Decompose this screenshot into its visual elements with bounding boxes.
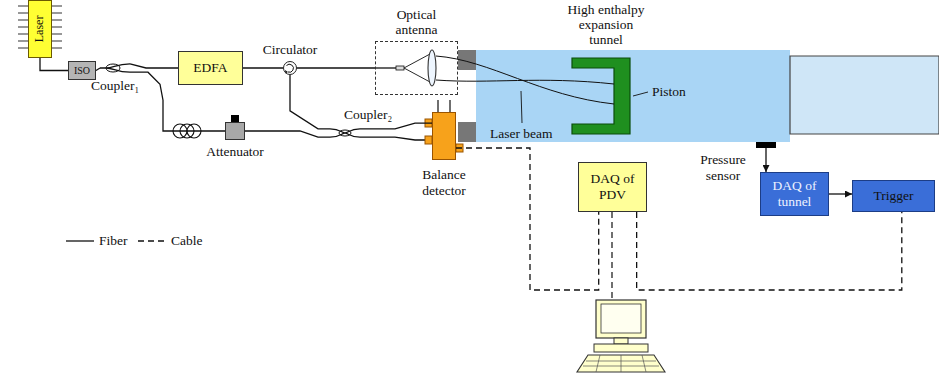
detector-pins	[438, 100, 450, 112]
laser-beam	[436, 56, 614, 104]
computer-stand	[614, 338, 628, 344]
computer-keyboard	[577, 355, 665, 372]
node-label: DAQ of PDV	[583, 171, 642, 202]
signal-cable	[611, 212, 612, 300]
legend-sample	[138, 236, 166, 246]
computer-screen	[601, 304, 641, 333]
piston	[572, 58, 630, 134]
part-label: High enthalpy expansion tunnel	[562, 3, 650, 48]
part-label: Circulator	[263, 42, 318, 58]
optical-fiber	[290, 75, 330, 129]
optical-fiber	[40, 58, 68, 71]
part-label: Coupler₂	[344, 107, 392, 123]
part-label: Optical antenna	[385, 7, 449, 38]
signal-cable	[637, 212, 902, 290]
circulator-symbol: Circulator	[283, 61, 297, 75]
computer-base	[594, 344, 648, 352]
part-label: Pressure sensor	[692, 152, 754, 183]
part-label: Balance detector	[408, 167, 480, 198]
optical-fiber	[243, 67, 283, 68]
coupler-symbol	[106, 64, 120, 72]
tunnel-flange	[458, 122, 476, 142]
coupler-symbol	[339, 130, 351, 136]
keyboard-keys	[583, 355, 659, 372]
laser-source: Laser	[28, 0, 52, 58]
balance-detector: Balance detector	[432, 112, 456, 160]
optical-fiber	[360, 123, 432, 129]
part-label: Coupler₁	[91, 78, 139, 94]
node-label: EDFA	[193, 60, 227, 76]
leader-line	[521, 91, 522, 123]
fiber-ferrule	[396, 66, 404, 70]
optical-fiber	[245, 131, 330, 137]
amplifier-box: EDFA	[178, 51, 243, 85]
optical-antenna-box: Optical antenna	[375, 41, 458, 95]
circulator-arrow	[285, 70, 288, 74]
node-label: Laser	[33, 16, 47, 43]
optical-fiber	[96, 68, 100, 71]
coupler-symbol	[330, 129, 360, 137]
daq-box: DAQ of tunnel	[760, 172, 829, 216]
legend-sample	[66, 236, 94, 246]
legend-text: Cable	[171, 233, 203, 249]
isolator-box: ISO	[68, 61, 96, 80]
attenuator-knob	[231, 115, 239, 122]
leader-line	[633, 92, 648, 96]
node-label: DAQ of tunnel	[765, 178, 824, 209]
optical-fiber	[130, 64, 178, 68]
fiber-coupler: Coupler₂	[330, 126, 360, 140]
tunnel-pipe	[790, 56, 939, 134]
signal-arrow	[765, 148, 766, 172]
coupler-symbol	[100, 64, 130, 72]
lens	[428, 50, 436, 86]
fiber-strand	[375, 67, 397, 68]
legend-line	[66, 240, 94, 241]
signal-arrow	[829, 193, 852, 194]
legend-line	[138, 240, 166, 241]
node-label: Trigger	[873, 188, 913, 204]
beam-cone	[404, 54, 430, 82]
attenuator-box: Attenuator	[225, 122, 245, 140]
legend-item: Fiber	[66, 233, 128, 249]
part-label: Attenuator	[206, 144, 264, 160]
node-label: ISO	[74, 65, 90, 77]
detector-port	[425, 136, 432, 144]
callout-label: Piston	[652, 84, 686, 100]
daq-box: DAQ of PDV	[578, 162, 647, 212]
fiber-strand	[360, 137, 426, 140]
circulator-arrow	[287, 64, 294, 72]
legend-item: Cable	[138, 233, 203, 249]
legend-text: Fiber	[99, 233, 128, 249]
optical-fiber	[297, 67, 375, 68]
tunnel-wall	[476, 50, 790, 142]
trigger-box: Trigger	[852, 180, 935, 212]
fiber-coupler: Coupler₁	[100, 61, 130, 75]
computer-monitor	[596, 300, 646, 338]
pressure-sensor: Pressure sensor	[756, 142, 776, 148]
callout-label: Laser beam	[490, 126, 553, 142]
